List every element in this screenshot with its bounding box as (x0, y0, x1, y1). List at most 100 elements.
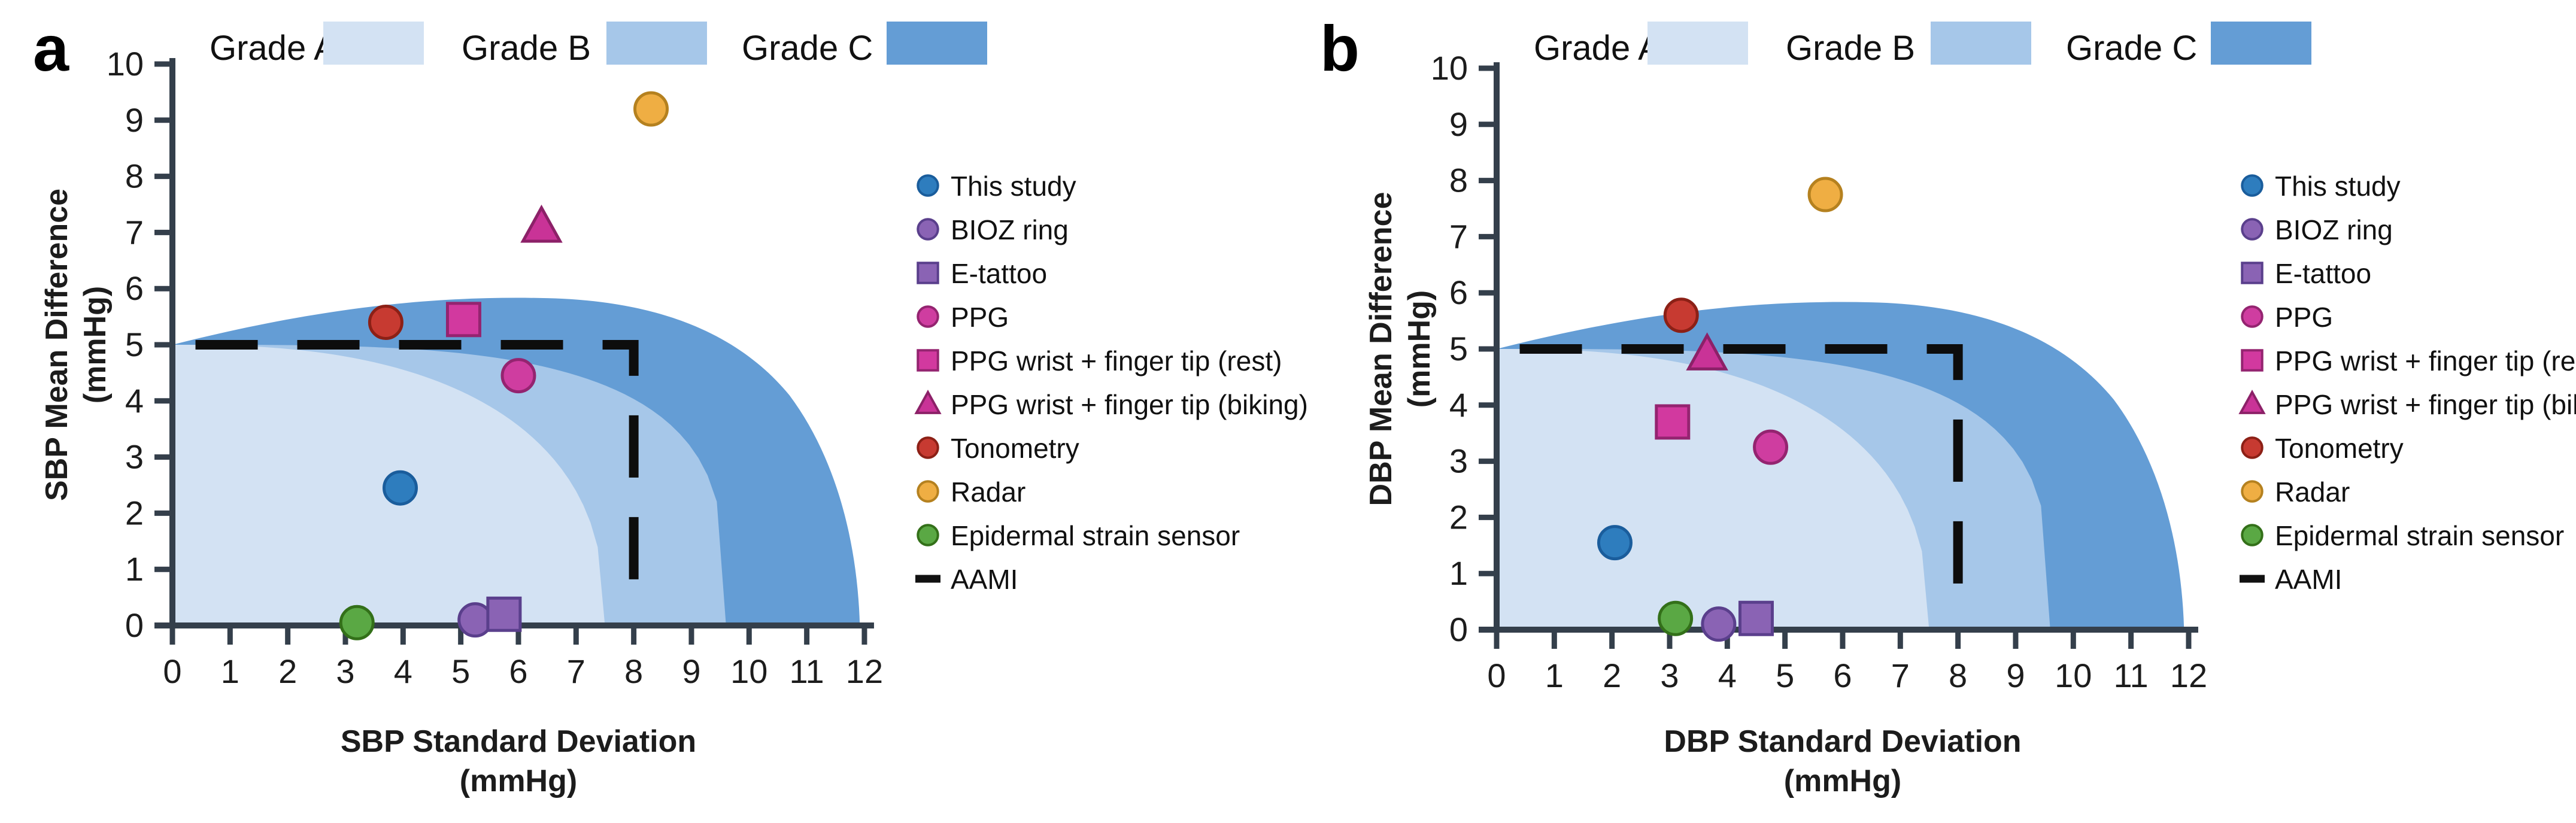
point-e-tattoo (1738, 600, 1774, 636)
x-tick-label: 4 (1718, 657, 1737, 694)
x-tick-label: 2 (278, 652, 297, 690)
y-axis-title-line2: (mmHg) (78, 286, 113, 403)
x-axis-title-line2: (mmHg) (1784, 764, 1901, 798)
x-tick-label: 3 (336, 652, 354, 690)
y-tick-label: 0 (125, 606, 144, 644)
point-epidermal-strain-sensor (1658, 600, 1694, 636)
x-tick-label: 0 (1487, 657, 1506, 694)
y-tick-label: 6 (1449, 274, 1468, 311)
grade-legend-swatch-grade-c (887, 22, 987, 65)
x-tick-label: 5 (1776, 657, 1794, 694)
point-ppg-wrist-finger-tip-biking (520, 204, 563, 243)
y-tick-label: 10 (1431, 49, 1468, 87)
panel-letter: b (1320, 12, 1360, 84)
legend-icon-bioz-ring (2241, 218, 2264, 241)
legend-label-tonometry: Tonometry (2275, 433, 2404, 464)
legend-label-this-study: This study (951, 171, 1076, 202)
legend-label-ppg: PPG (951, 302, 1009, 333)
x-tick-label: 1 (1545, 657, 1564, 694)
point-tonometry (368, 304, 403, 340)
legend-label-e-tattoo: E-tattoo (951, 258, 1047, 289)
y-tick-label: 1 (125, 550, 144, 588)
legend-icon-ppg-wrist-finger-tip-biking (2238, 390, 2266, 414)
x-tick-label: 12 (846, 652, 883, 690)
legend-label-tonometry: Tonometry (951, 433, 1079, 464)
legend-icon-ppg (917, 305, 939, 328)
x-tick-label: 6 (509, 652, 527, 690)
x-tick-label: 2 (1603, 657, 1621, 694)
x-tick-label: 12 (2170, 657, 2207, 694)
x-tick-label: 5 (451, 652, 470, 690)
legend-icon-this-study (917, 174, 939, 197)
legend-label-ppg-wrist-finger-tip-rest: PPG wrist + finger tip (rest) (951, 345, 1282, 376)
grade-legend-swatch-grade-b (1931, 22, 2031, 65)
grade-legend-label-grade-a: Grade A (1534, 29, 1661, 68)
legend-icon-e-tattoo (917, 262, 939, 284)
y-tick-label: 7 (1449, 217, 1468, 255)
y-tick-label: 8 (125, 157, 144, 195)
legend-label-this-study: This study (2275, 171, 2401, 202)
y-tick-label: 8 (1449, 162, 1468, 199)
y-tick-label: 3 (1449, 442, 1468, 480)
x-tick-label: 9 (682, 652, 700, 690)
x-tick-label: 11 (2114, 657, 2149, 694)
legend-label-aami: AAMI (951, 564, 1018, 595)
y-tick-label: 2 (125, 494, 144, 532)
point-ppg-wrist-finger-tip-biking (1686, 332, 1728, 370)
point-ppg (500, 358, 536, 394)
y-tick-label: 9 (1449, 105, 1468, 143)
grade-legend-label-grade-b: Grade B (462, 29, 591, 68)
legend-label-radar: Radar (2275, 476, 2350, 508)
legend-icon-ppg (2241, 305, 2264, 328)
point-radar (633, 91, 669, 127)
x-tick-label: 11 (790, 652, 824, 690)
y-tick-label: 10 (107, 45, 144, 83)
legend-label-epidermal-strain-sensor: Epidermal strain sensor (2275, 520, 2564, 551)
x-tick-label: 10 (2055, 657, 2092, 694)
y-tick-label: 4 (125, 382, 144, 420)
point-ppg-wrist-finger-tip-rest (445, 302, 481, 338)
legend-label-aami: AAMI (2275, 564, 2342, 595)
x-axis-title-line1: DBP Standard Deviation (1664, 724, 2021, 759)
legend-icon-radar (917, 480, 939, 503)
legend-label-ppg-wrist-finger-tip-biking: PPG wrist + finger tip (biking) (2275, 389, 2576, 420)
x-tick-label: 7 (1891, 657, 1910, 694)
aami-limit-line (195, 340, 639, 598)
y-tick-label: 4 (1449, 386, 1468, 424)
point-ppg (1753, 429, 1789, 465)
grade-legend-label-grade-c: Grade C (2066, 29, 2197, 68)
panel-letter: a (33, 12, 69, 84)
point-radar (1807, 177, 1843, 212)
point-this-study (383, 470, 418, 506)
x-tick-label: 9 (2006, 657, 2025, 694)
legend-icon-ppg-wrist-finger-tip-biking (914, 390, 942, 414)
legend-label-ppg-wrist-finger-tip-biking: PPG wrist + finger tip (biking) (951, 389, 1308, 420)
legend-icon-ppg-wrist-finger-tip-rest (917, 349, 939, 372)
legend-icon-bioz-ring (917, 218, 939, 241)
legend-icon-this-study (2241, 174, 2264, 197)
grade-a-region (1497, 349, 1929, 630)
y-tick-label: 6 (125, 269, 144, 307)
legend-icon-e-tattoo (2241, 262, 2264, 284)
point-e-tattoo (486, 596, 522, 632)
grade-legend-swatch-grade-c (2211, 22, 2311, 65)
point-this-study (1597, 525, 1633, 561)
x-axis-title-line1: SBP Standard Deviation (341, 724, 696, 759)
x-tick-label: 0 (163, 652, 181, 690)
x-tick-label: 4 (394, 652, 412, 690)
aami-limit-line (1519, 344, 1963, 602)
y-tick-label: 5 (125, 326, 144, 363)
legend-label-radar: Radar (951, 476, 1025, 508)
x-tick-label: 7 (567, 652, 585, 690)
legend-label-bioz-ring: BIOZ ring (951, 214, 1069, 245)
x-tick-label: 10 (730, 652, 767, 690)
legend-icon-ppg-wrist-finger-tip-rest (2241, 349, 2264, 372)
point-bioz-ring (1701, 606, 1737, 642)
x-tick-label: 8 (1949, 657, 1967, 694)
y-tick-label: 1 (1449, 554, 1468, 592)
grade-legend-label-grade-a: Grade A (210, 29, 337, 68)
legend-label-ppg-wrist-finger-tip-rest: PPG wrist + finger tip (rest) (2275, 345, 2576, 376)
